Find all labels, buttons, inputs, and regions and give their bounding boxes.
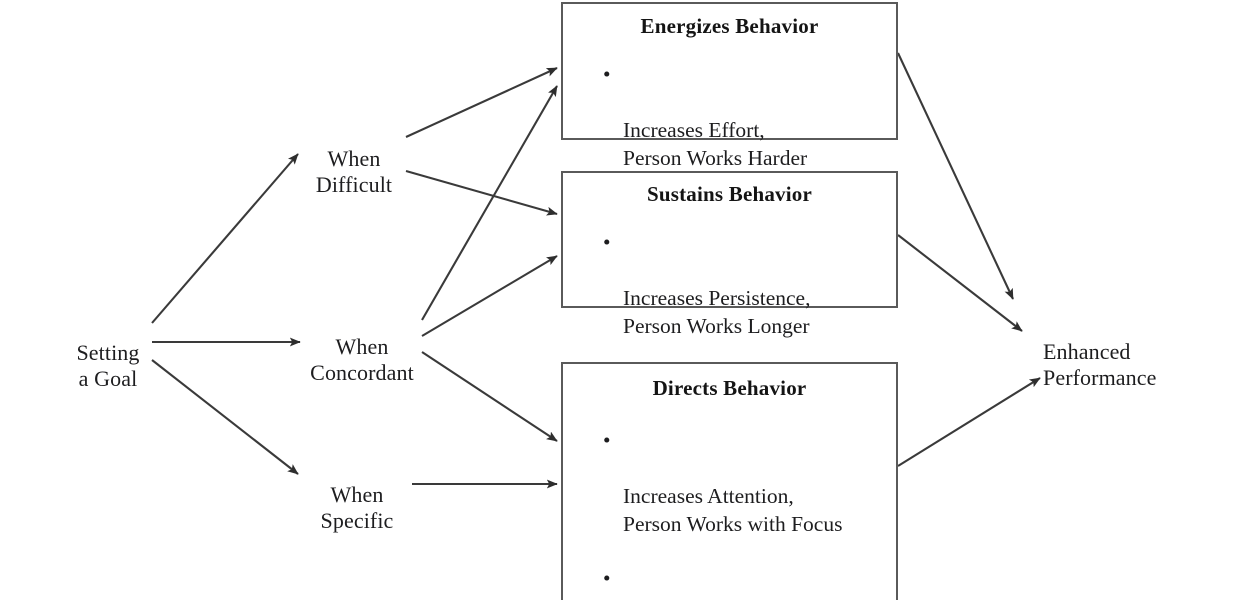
edge-energizes-to-performance [897,52,1014,300]
edge-directs-to-performance [897,377,1041,467]
edge-goal-to-difficult [151,153,299,324]
box-directs-behavior-bullets: • Increases Attention, Person Works with… [563,427,896,600]
box-sustains-behavior-bullets: • Increases Persistence, Person Works Lo… [563,229,896,341]
box-directs-behavior-title: Directs Behavior [652,376,807,400]
edge-concordant-to-energizes [421,85,558,321]
box-energizes-behavior-title: Energizes Behavior [640,14,819,38]
box-energizes-behavior-bullets: • Increases Effort, Person Works Harder [563,61,896,173]
list-item: • Increases Effort, Person Works Harder [595,61,896,173]
box-sustains-behavior-title: Sustains Behavior [646,182,813,206]
edge-concordant-to-sustains [421,255,558,337]
edge-sustains-to-performance [897,234,1023,332]
edge-goal-to-specific [151,359,299,475]
list-item-text: Increases Effort, Person Works Harder [623,117,808,170]
node-when-difficult: When Difficult [298,120,410,198]
node-when-concordant-label: When Concordant [310,333,414,385]
node-enhanced-performance-label: Enhanced Performance [1043,338,1157,390]
box-directs-behavior: Directs Behavior • Increases Attention, … [561,362,898,600]
node-when-difficult-label: When Difficult [315,145,393,197]
node-enhanced-performance: Enhanced Performance [1043,313,1203,391]
edge-concordant-to-directs [421,351,558,442]
edge-difficult-to-energizes [405,67,558,138]
list-item: • Increases Planning, Person Works Smart… [595,565,896,600]
list-item: • Increases Attention, Person Works with… [595,427,896,539]
list-item: • Increases Persistence, Person Works Lo… [595,229,896,341]
list-item-text: Increases Attention, Person Works with F… [623,483,843,536]
node-setting-a-goal-label: Setting a Goal [76,339,140,391]
bullet-icon: • [603,428,611,452]
bullet-icon: • [603,565,611,590]
list-item-text: Increases Persistence, Person Works Long… [623,285,811,338]
edge-difficult-to-sustains [405,169,558,216]
node-when-concordant: When Concordant [300,308,424,386]
node-setting-a-goal: Setting a Goal [48,314,168,392]
bullet-icon: • [603,230,611,254]
box-energizes-behavior: Energizes Behavior • Increases Effort, P… [561,2,898,170]
bullet-icon: • [603,62,611,86]
box-sustains-behavior: Sustains Behavior • Increases Persistenc… [561,171,898,338]
node-when-specific-label: When Specific [320,481,394,533]
node-when-specific: When Specific [304,456,410,534]
